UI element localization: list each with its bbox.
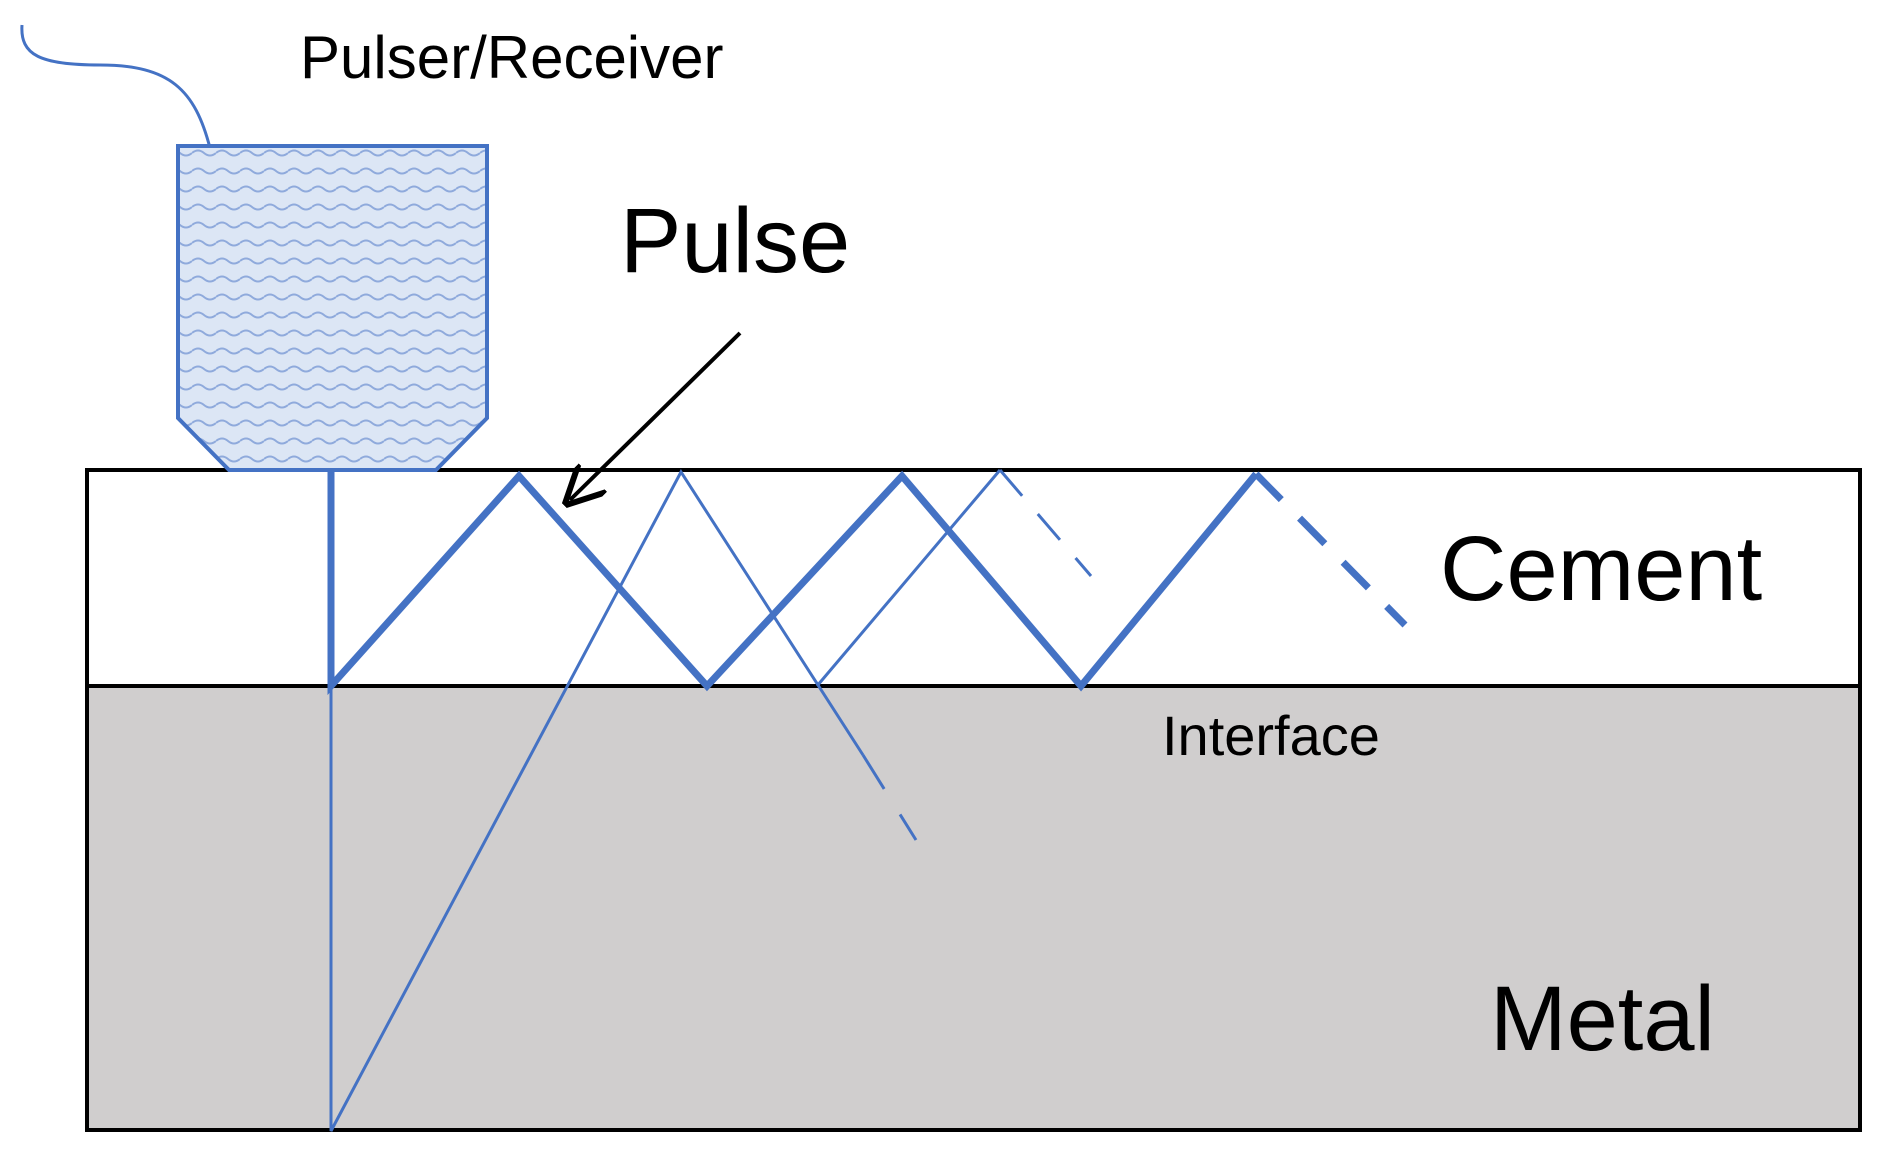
cement-reflection-dashed (1253, 471, 1408, 628)
cement-transmission-path (815, 469, 1002, 687)
cement-label: Cement (1440, 518, 1762, 620)
metal-transmission-dashed (861, 754, 918, 841)
cement-transmission-dashed (998, 469, 1093, 577)
metal-transmission-path (329, 469, 865, 1132)
cement-layer (85, 468, 1862, 688)
metal-label: Metal (1490, 968, 1715, 1070)
cable-icon (20, 24, 212, 149)
wave-paths (327, 469, 1408, 1132)
pulser-receiver-transducer-icon (176, 144, 489, 472)
interface-label: Interface (1162, 704, 1380, 767)
pulser-receiver-label: Pulser/Receiver (300, 24, 724, 91)
metal-layer (85, 684, 1862, 1132)
pulse-label: Pulse (620, 190, 850, 292)
pulse-arrow-icon (570, 331, 742, 500)
